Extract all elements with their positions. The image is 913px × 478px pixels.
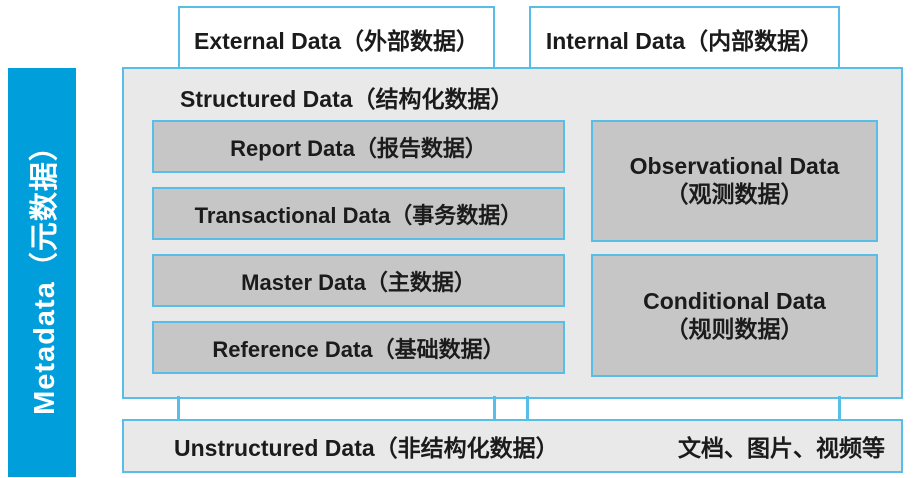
conditional-data-line1: Conditional Data (643, 287, 826, 314)
report-data-label: Report Data（报告数据） (230, 135, 487, 161)
conditional-data-label: Conditional Data （规则数据） (643, 288, 826, 343)
connector-line-mid-left (493, 396, 496, 422)
external-data-box: External Data（外部数据） (178, 6, 495, 69)
conditional-data-line2: （规则数据） (665, 315, 804, 342)
observational-data-line1: Observational Data (629, 153, 840, 180)
connector-line-mid-right (526, 396, 529, 422)
structured-data-title: Structured Data（结构化数据） (180, 86, 514, 112)
transactional-data-box: Transactional Data（事务数据） (152, 187, 565, 240)
master-data-box: Master Data（主数据） (152, 254, 565, 307)
observational-data-box: Observational Data （观测数据） (591, 120, 878, 242)
conditional-data-box: Conditional Data （规则数据） (591, 254, 878, 377)
report-data-box: Report Data（报告数据） (152, 120, 565, 173)
connector-line-right (838, 396, 841, 422)
internal-data-box: Internal Data（内部数据） (529, 6, 840, 69)
observational-data-label: Observational Data （观测数据） (630, 153, 840, 208)
connector-line-left (177, 396, 180, 422)
metadata-sidebar: Metadata（元数据） (8, 68, 76, 477)
reference-data-label: Reference Data（基础数据） (212, 336, 505, 362)
unstructured-data-label: Unstructured Data（非结构化数据） (174, 435, 559, 461)
transactional-data-label: Transactional Data（事务数据） (194, 202, 523, 228)
internal-data-label: Internal Data（内部数据） (545, 27, 824, 54)
external-data-label: External Data（外部数据） (193, 27, 479, 54)
unstructured-data-note: 文档、图片、视频等 (678, 435, 885, 461)
metadata-label: Metadata（元数据） (29, 130, 62, 415)
observational-data-line2: （观测数据） (665, 181, 804, 207)
reference-data-box: Reference Data（基础数据） (152, 321, 565, 374)
unstructured-data-box: Unstructured Data（非结构化数据） 文档、图片、视频等 (122, 419, 903, 473)
master-data-label: Master Data（主数据） (241, 269, 476, 295)
structured-data-box: Structured Data（结构化数据） Report Data（报告数据）… (122, 67, 903, 399)
